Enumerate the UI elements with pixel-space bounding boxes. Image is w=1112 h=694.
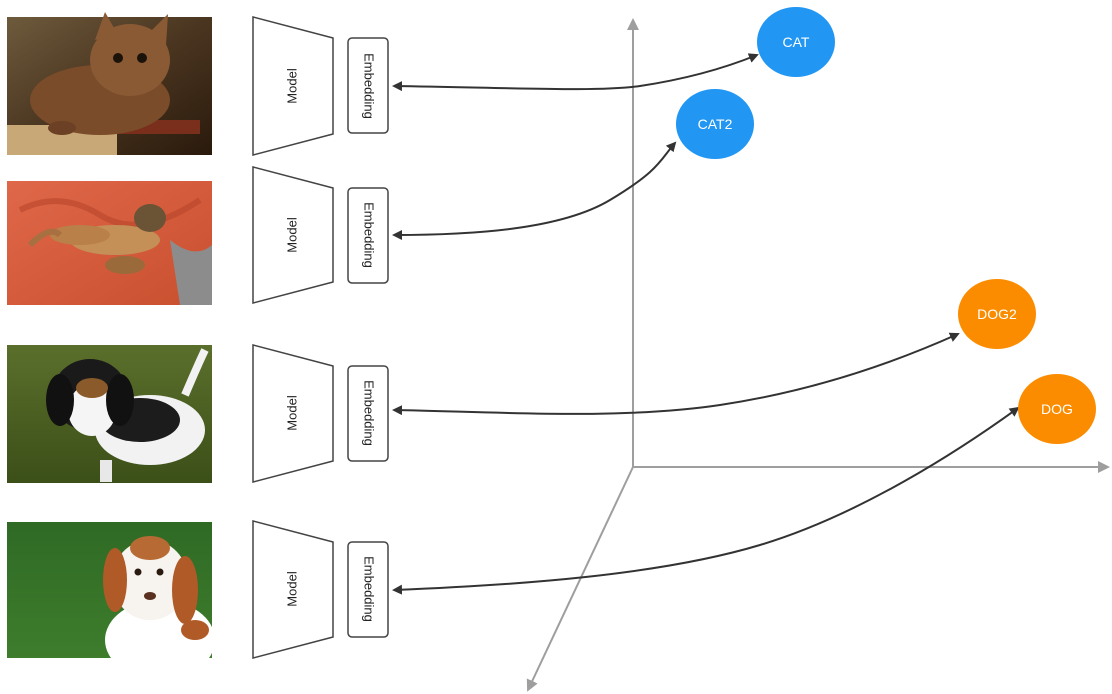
arrow-dog [392,406,1020,595]
model-block-2: Model [252,166,334,304]
embedding-label: Embedding [362,380,377,446]
embedding-box-2: Embedding [347,187,389,284]
node-cat: CAT [757,7,835,77]
spaniel-dog-photo [7,522,215,680]
node-label: DOG [1041,401,1073,417]
embedding-box-3: Embedding [347,365,389,462]
model-block-4: Model [252,520,334,659]
model-label: Model [284,395,299,431]
model-block-3: Model [252,344,334,483]
node-label: CAT [783,34,810,50]
embedding-space-axes [526,18,1110,692]
node-dog2: DOG2 [958,279,1036,349]
arrow-cat2 [392,141,677,240]
model-label: Model [284,571,299,607]
node-label: DOG2 [977,306,1017,322]
node-cat2: CAT2 [676,89,754,159]
embedding-box-4: Embedding [347,541,389,638]
node-label: CAT2 [698,116,733,132]
model-label: Model [284,217,299,253]
beagle-puppy-photo [7,345,212,483]
kitten-photo [7,12,212,155]
arrow-dog2 [392,332,960,416]
model-block-1: Model [252,16,334,156]
embedding-label: Embedding [362,202,377,268]
embedding-label: Embedding [362,556,377,622]
mapping-arrows [392,53,1020,595]
arrow-cat [392,53,759,92]
node-dog: DOG [1018,374,1096,444]
kittens-playing-photo [7,181,212,305]
embedding-label: Embedding [362,53,377,119]
embedding-box-1: Embedding [347,37,389,134]
model-label: Model [284,68,299,104]
